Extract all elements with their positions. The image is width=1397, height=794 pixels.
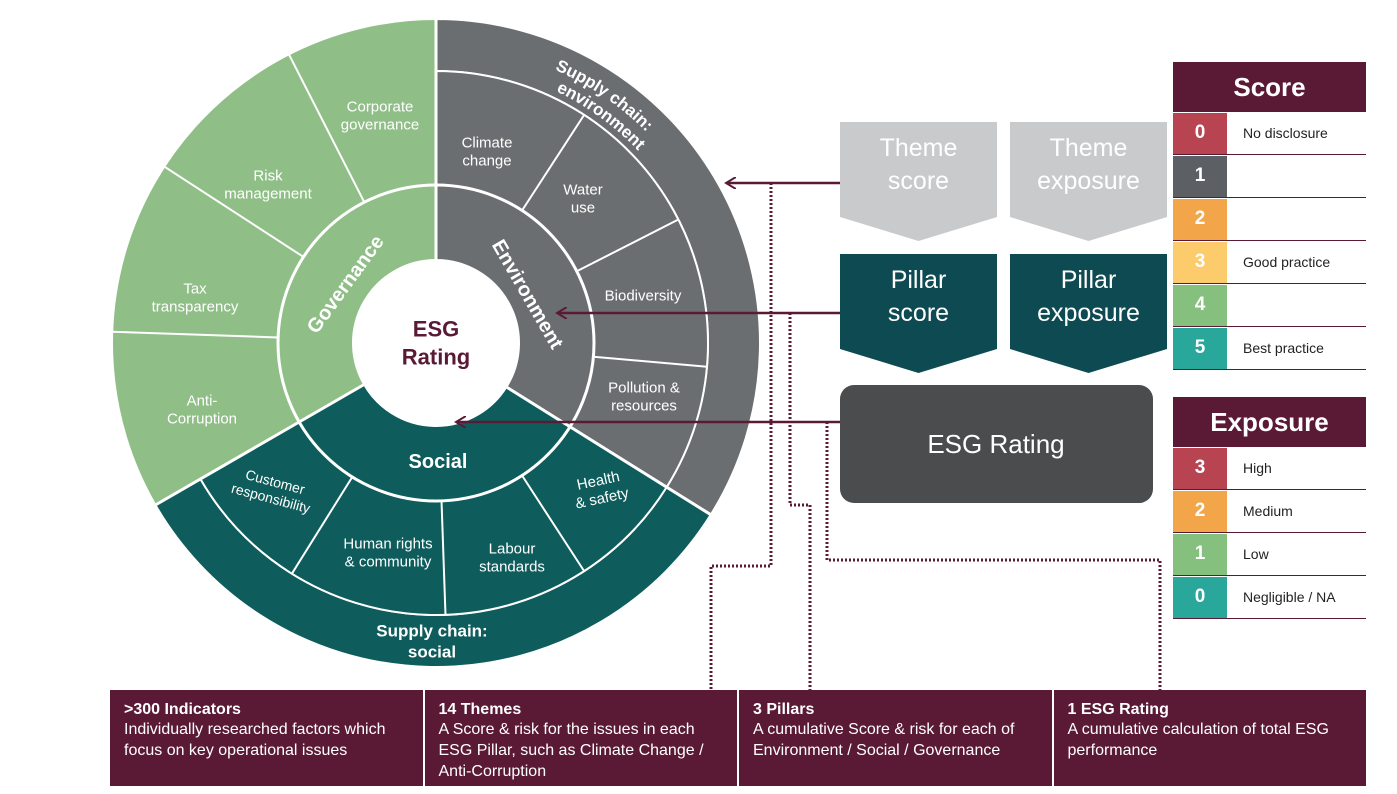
legend-value: 4 [1173,284,1227,326]
theme-score-chevron [840,122,997,241]
theme-divider [291,476,354,575]
themes-dotted-connector [788,313,812,690]
theme-label: Human rights& community [343,535,432,570]
legend-label: Medium [1243,503,1293,519]
summary-rating: 1 ESG Rating A cumulative calculation of… [1054,690,1367,786]
legend-row: 3 Good practice [1173,241,1366,284]
legend-value: 1 [1173,155,1227,197]
legend-label: No disclosure [1243,125,1328,141]
theme-label: Anti-Corruption [167,392,237,427]
theme-exposure-chevron [1010,122,1167,241]
summary-themes: 14 Themes A Score & risk for the issues … [425,690,739,786]
legend-value: 5 [1173,327,1227,369]
indicators-dotted-connector [709,183,773,690]
summary-desc: A cumulative calculation of total ESG pe… [1067,721,1329,759]
legend-label: Negligible / NA [1243,589,1336,605]
pillar-score-chevron [840,254,997,373]
summary-pillars: 3 Pillars A cumulative Score & risk for … [739,690,1054,786]
legend-row: 1 Low [1173,533,1366,576]
theme-divider [576,218,679,273]
legend-row: 0 Negligible / NA [1173,576,1366,619]
exposure-legend-title: Exposure [1173,397,1366,447]
theme-divider [593,355,708,368]
pillars-dotted-connector [825,422,1162,690]
pillar-exposure-chevron [1010,254,1167,373]
connectors [456,183,1162,690]
esg-rating-box [840,385,1153,503]
legend-value: 2 [1173,198,1227,240]
legend-value: 1 [1173,533,1227,575]
summary-desc: Individually researched factors which fo… [124,721,386,759]
theme-label: Biodiversity [605,287,682,304]
legend-row: 2 [1173,198,1366,241]
summary-desc: A cumulative Score & risk for each of En… [753,721,1015,759]
score-legend-title: Score [1173,62,1366,112]
legend-row: 0 No disclosure [1173,112,1366,155]
pillar-divider [505,385,712,516]
legend-value: 0 [1173,576,1227,618]
theme-divider [521,474,585,572]
legend-value: 0 [1173,112,1227,154]
pillar-divider [154,383,365,507]
legend-row: 1 [1173,155,1366,198]
theme-divider [440,500,447,615]
theme-divider [521,114,585,212]
theme-divider [163,165,305,258]
legend-label: High [1243,460,1272,476]
bottom-summary: >300 Indicators Individually researched … [110,690,1366,786]
pillar-label: Social [409,451,468,473]
summary-title: >300 Indicators [124,701,241,718]
theme-divider [112,330,279,339]
summary-title: 1 ESG Rating [1067,701,1169,718]
summary-title: 3 Pillars [753,701,815,718]
theme-label: Pollution &resources [608,379,680,414]
legend-row: 5 Best practice [1173,327,1366,370]
legend-value: 2 [1173,490,1227,532]
summary-title: 14 Themes [438,701,522,718]
center-circle [353,260,519,426]
summary-indicators: >300 Indicators Individually researched … [110,690,425,786]
legend-label: Low [1243,546,1269,562]
supply-chain-label: Supply chain:social [376,621,487,661]
legend-row: 2 Medium [1173,490,1366,533]
summary-desc: A Score & risk for the issues in each ES… [438,721,704,780]
legend-row: 4 [1173,284,1366,327]
esg-rating-box-label: ESG Rating [927,429,1064,459]
legend-label: Best practice [1243,340,1324,356]
exposure-legend: Exposure 3 High 2 Medium 1 Low 0 Negligible / N… [1173,397,1366,619]
legend-label: Good practice [1243,254,1331,270]
legend-row: 3 High [1173,447,1366,490]
theme-divider [288,53,366,203]
legend-value: 3 [1173,241,1227,283]
legend-value: 3 [1173,447,1227,489]
